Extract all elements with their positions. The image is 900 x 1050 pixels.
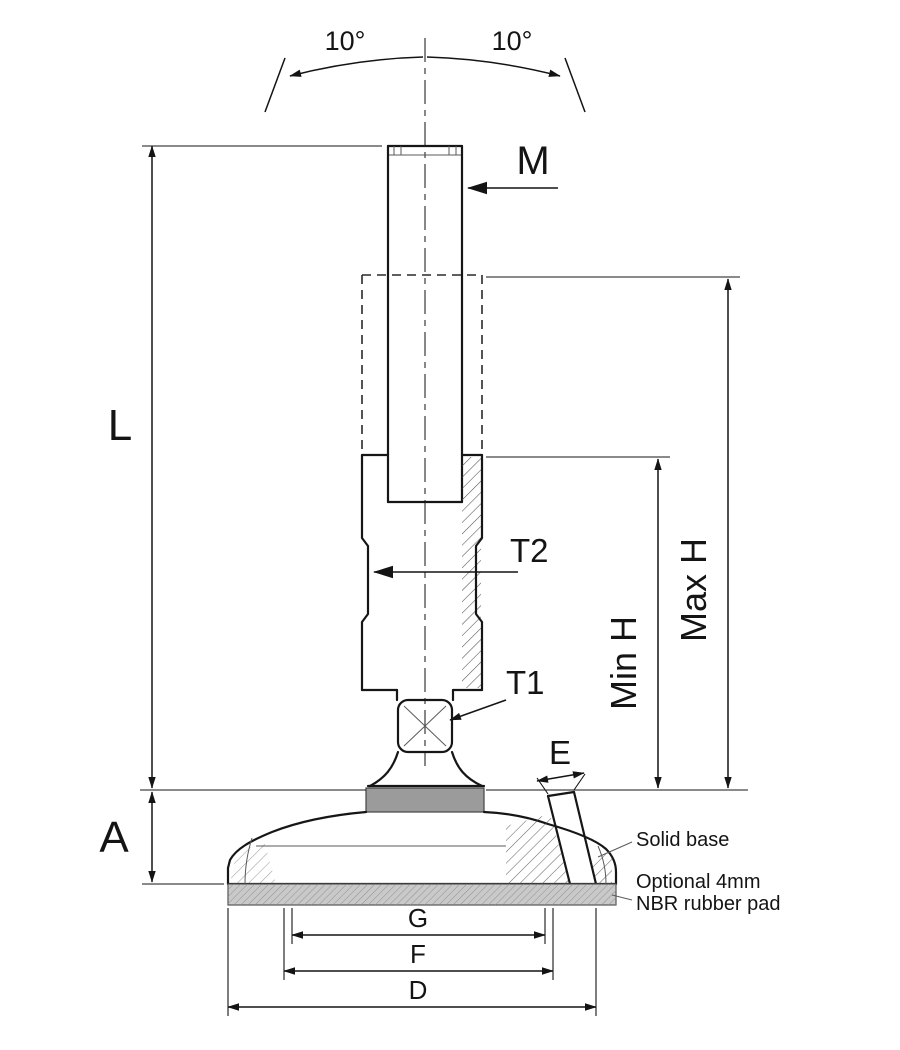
phantom-max-position-outline [361, 274, 483, 453]
dimension-max-H: Max H [486, 276, 740, 789]
callout-T2: T2 [373, 532, 549, 579]
lug-section-hatch-right [591, 846, 612, 884]
label-max-H: Max H [673, 538, 714, 642]
label-T2: T2 [510, 532, 549, 569]
label-A: A [99, 813, 129, 862]
tilt-limit-line-right [564, 57, 586, 113]
dimension-min-H: Min H [486, 456, 670, 789]
mounting-hole-top-edge [546, 790, 576, 798]
dimension-G: G [291, 903, 546, 944]
label-M: M [516, 139, 549, 183]
mounting-hole-wall-left [546, 794, 572, 886]
sleeve-right-edge [474, 453, 484, 692]
spindle-lower-end [366, 688, 486, 788]
note-solid-base: Solid base [636, 829, 729, 851]
pad-note-leader [611, 894, 633, 901]
angle-label-right: 10° [492, 26, 533, 56]
foot-section-hatch-left [230, 841, 276, 884]
tilt-angle-indicator: 10° 10° [264, 26, 586, 113]
label-min-H: Min H [603, 616, 644, 710]
trumpet-right [450, 750, 484, 788]
dimension-D: D [227, 908, 597, 1016]
label-T1: T1 [506, 664, 545, 701]
dimension-L: L [108, 145, 382, 789]
rubber-pad-texture [228, 884, 616, 905]
notes: Solid base Optional 4mm NBR rubber pad [597, 829, 781, 915]
mounting-hole-wall-right [572, 790, 598, 886]
tilt-arc-left [289, 56, 424, 77]
tilt-arc-right [426, 56, 561, 77]
rubber-pad [227, 883, 617, 906]
sleeve-left-edge [360, 453, 370, 692]
label-L: L [108, 401, 132, 450]
threaded-stud [386, 144, 464, 504]
trumpet-left [368, 750, 400, 788]
label-F: F [410, 939, 426, 969]
angle-label-left: 10° [325, 26, 366, 56]
label-G: G [408, 903, 428, 933]
label-E: E [549, 734, 571, 771]
callout-M: M [467, 139, 558, 195]
dimension-A: A [99, 791, 224, 885]
note-pad-line2: NBR rubber pad [636, 893, 781, 915]
dimension-E: E [536, 734, 586, 795]
drive-square-diagonal-2 [403, 705, 447, 747]
foot-base [226, 790, 618, 886]
label-D: D [409, 975, 428, 1005]
callout-T1: T1 [449, 664, 545, 721]
tilt-limit-line-left [264, 57, 286, 113]
lug-section-hatch-left [506, 814, 570, 884]
drive-square [396, 698, 454, 754]
solid-base-leader [597, 841, 633, 858]
ball-seat-band [365, 787, 485, 813]
dimension-F: F [283, 908, 554, 980]
note-pad-line1: Optional 4mm [636, 871, 761, 893]
